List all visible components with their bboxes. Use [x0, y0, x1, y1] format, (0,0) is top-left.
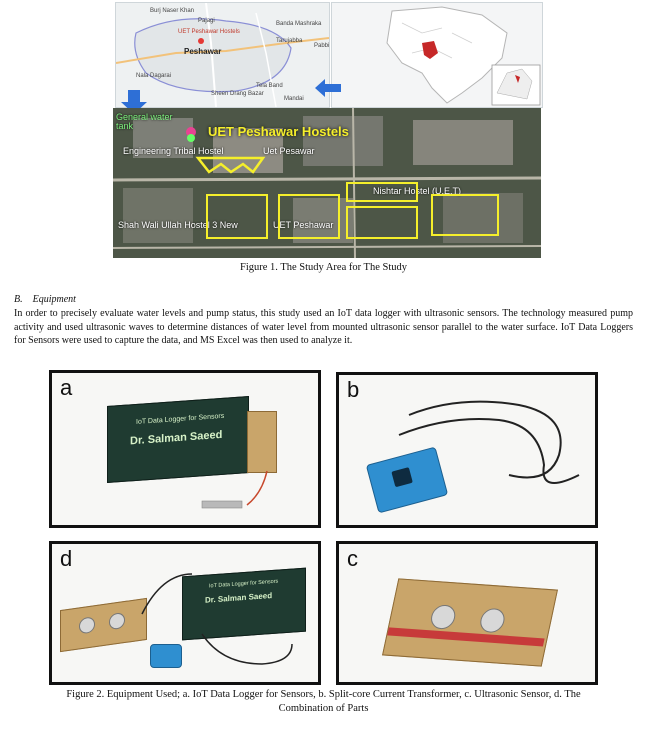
section-number: B. — [14, 294, 23, 305]
highlight-boxes — [195, 156, 266, 174]
wood-bracket — [247, 411, 277, 473]
place-label: Pabbi — [314, 43, 330, 49]
clamp-hole — [391, 467, 413, 488]
panel-label: a — [60, 375, 73, 400]
figure1-caption: Figure 1. The Study Area for The Study — [239, 262, 407, 273]
place-label: Tarujabba — [276, 38, 303, 44]
hostel-box — [431, 194, 499, 236]
left-arrow-icon — [315, 79, 341, 97]
hostel-box — [278, 194, 340, 239]
panel-d: d IoT Data Logger for Sensors Dr. Salman… — [49, 541, 321, 685]
hostel-map-label: UET Peshawar Hostels — [178, 29, 240, 35]
panel-a: a IoT Data Logger for Sensors Dr. Salman… — [49, 370, 321, 528]
figure2-caption-line2: Combination of Parts — [278, 703, 369, 714]
city-label: Peshawar — [184, 47, 222, 56]
province-map — [331, 2, 543, 108]
city-map: Burj Naser Khan Pajagi Banda Mashraka Ta… — [115, 2, 330, 108]
tank-label: General water tank — [116, 112, 173, 131]
panel-label: b — [347, 377, 360, 402]
current-transformer-graphic — [398, 400, 580, 484]
satellite-graphic — [113, 108, 541, 258]
ultrasonic-sensor-board — [382, 578, 558, 667]
place-label: Banda Mashraka — [276, 21, 322, 27]
city-map-graphic — [116, 3, 329, 107]
province-map-graphic — [332, 3, 542, 107]
transducer — [478, 607, 507, 634]
place-label: Burj Naser Khan — [150, 8, 195, 14]
cable-graphic — [141, 573, 293, 665]
place-label: Mandai — [284, 96, 304, 102]
panel-b: b — [336, 372, 598, 528]
hostel-box — [346, 206, 418, 239]
place-label: Tela Band — [256, 83, 283, 89]
satellite-label: Engineering Tribal Hostel — [123, 146, 224, 156]
panel-label: c — [347, 546, 358, 571]
satellite-title: UET Peshawar Hostels — [208, 124, 349, 139]
place-label: Sheen Drang Bazar — [211, 91, 264, 97]
panel-label: d — [60, 546, 73, 571]
hostel-box — [346, 182, 418, 202]
body-paragraph: In order to precisely evaluate water lev… — [14, 308, 633, 347]
red-strip — [387, 627, 545, 647]
place-label: Nala Dagarai — [136, 73, 172, 79]
panel-c: c — [336, 541, 598, 685]
section-heading: B. Equipment — [14, 294, 76, 305]
hostel-box — [206, 194, 268, 239]
satellite-image: General water tank UET Peshawar Hostels … — [113, 108, 541, 258]
figure2-caption-line1: Figure 2. Equipment Used; a. IoT Data Lo… — [66, 689, 581, 700]
sensor-wire — [201, 470, 268, 509]
section-title: Equipment — [32, 294, 76, 305]
place-label: Pajagi — [198, 18, 215, 24]
transducer — [428, 604, 458, 630]
split-core-clamp — [150, 644, 182, 668]
satellite-label: Uet Pesawar — [263, 146, 315, 156]
satellite-label: UET Peshawar — [273, 220, 334, 230]
satellite-label: Shah Wali Ullah Hostel 3 New — [118, 220, 238, 230]
